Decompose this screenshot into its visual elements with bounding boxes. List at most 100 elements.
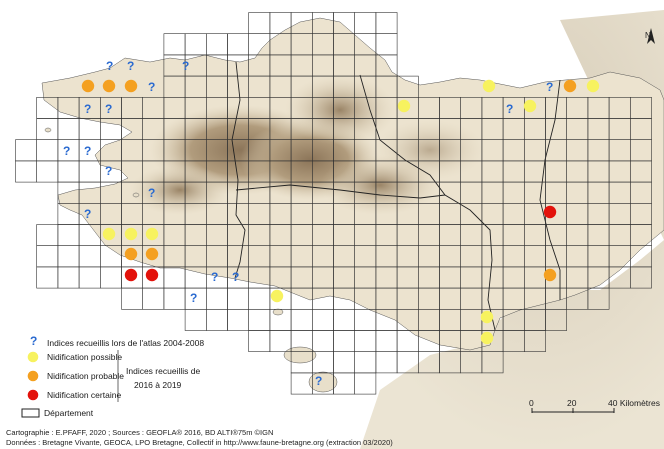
legend-department-icon bbox=[21, 408, 40, 418]
record-possible bbox=[397, 99, 411, 113]
grid-square bbox=[57, 160, 80, 183]
record-possible bbox=[523, 99, 537, 113]
record-possible bbox=[270, 289, 284, 303]
record-probable bbox=[124, 247, 138, 261]
record-probable bbox=[81, 79, 95, 93]
grid-square bbox=[629, 266, 652, 289]
grid-square bbox=[36, 224, 59, 247]
grid-square bbox=[523, 330, 546, 353]
grid-square bbox=[227, 308, 250, 331]
north-label: N bbox=[645, 31, 651, 40]
record-atlas-question: ? bbox=[190, 291, 197, 305]
grid-square bbox=[375, 351, 398, 374]
grid-square bbox=[206, 287, 228, 310]
record-certaine bbox=[124, 268, 138, 282]
grid-square bbox=[354, 372, 377, 395]
grid-square bbox=[57, 118, 80, 141]
legend-label-certaine: Nidification certaine bbox=[47, 390, 122, 400]
islands bbox=[44, 127, 338, 393]
record-possible bbox=[482, 79, 496, 93]
grid-square bbox=[311, 308, 334, 331]
grid-square bbox=[57, 266, 80, 289]
scale-label-20: 20 bbox=[567, 398, 577, 408]
record-atlas-question: ? bbox=[84, 102, 91, 116]
grid-square bbox=[121, 287, 144, 310]
grid-square bbox=[545, 308, 568, 331]
grid-square bbox=[333, 330, 356, 353]
department-borders bbox=[231, 61, 561, 331]
grid-square bbox=[184, 308, 207, 331]
atlas-grid bbox=[15, 12, 652, 395]
record-atlas-question: ? bbox=[148, 80, 155, 94]
grid-square bbox=[354, 330, 377, 353]
record-probable bbox=[145, 247, 159, 261]
records-layer: ???????????????????? bbox=[63, 59, 600, 388]
record-probable bbox=[102, 79, 116, 93]
record-atlas-question: ? bbox=[182, 59, 189, 73]
grid-square bbox=[311, 330, 334, 353]
legend-label-question: Indices recueillis lors de l'atlas 2004-… bbox=[47, 338, 205, 348]
record-certaine bbox=[145, 268, 159, 282]
grid-square bbox=[375, 33, 398, 56]
grid-square bbox=[248, 308, 271, 331]
grid-square bbox=[184, 33, 207, 56]
grid-square bbox=[57, 245, 80, 268]
grid-square bbox=[36, 266, 59, 289]
record-possible bbox=[102, 227, 116, 241]
grid-square bbox=[248, 12, 271, 35]
record-atlas-question: ? bbox=[84, 207, 91, 221]
grid-square bbox=[36, 160, 59, 183]
record-certaine bbox=[543, 205, 557, 219]
record-probable bbox=[563, 79, 577, 93]
grid-square bbox=[15, 160, 38, 183]
record-atlas-question: ? bbox=[105, 102, 112, 116]
legend-label-probable: Nidification probable bbox=[47, 371, 125, 381]
grid-square bbox=[78, 245, 101, 268]
legend-period-line2: 2016 à 2019 bbox=[134, 380, 182, 390]
north-arrow: N bbox=[645, 28, 655, 44]
grid-square bbox=[36, 139, 59, 162]
record-atlas-question: ? bbox=[63, 144, 70, 158]
grid-square bbox=[227, 33, 250, 56]
legend-question-icon: ? bbox=[30, 334, 37, 348]
legend-label-possible: Nidification possible bbox=[47, 352, 123, 362]
record-probable bbox=[124, 79, 138, 93]
grid-square bbox=[290, 308, 313, 331]
grid-square bbox=[206, 33, 228, 56]
record-atlas-question: ? bbox=[127, 59, 134, 73]
record-atlas-question: ? bbox=[211, 270, 218, 284]
record-atlas-question: ? bbox=[546, 80, 553, 94]
grid-square bbox=[78, 118, 101, 141]
record-atlas-question: ? bbox=[148, 186, 155, 200]
credits-cartography: Cartographie : E.PFAFF, 2020 ; Sources :… bbox=[6, 428, 274, 437]
record-atlas-question: ? bbox=[105, 164, 112, 178]
grid-square bbox=[354, 351, 377, 374]
grid-square bbox=[36, 245, 59, 268]
grid-square bbox=[15, 139, 38, 162]
scale-label-40: 40 Kilomètres bbox=[608, 398, 660, 408]
grid-square bbox=[269, 330, 292, 353]
grid-square bbox=[375, 12, 398, 35]
grid-square bbox=[587, 287, 610, 310]
grid-square bbox=[333, 308, 356, 331]
legend-period-line1: Indices recueillis de bbox=[126, 366, 201, 376]
scale-bar bbox=[531, 408, 615, 413]
record-possible bbox=[586, 79, 600, 93]
grid-square bbox=[354, 12, 377, 35]
record-possible bbox=[480, 331, 494, 345]
grid-square bbox=[375, 330, 398, 353]
grid-square bbox=[248, 287, 271, 310]
grid-square bbox=[78, 266, 101, 289]
legend-probable-icon bbox=[27, 370, 39, 382]
record-atlas-question: ? bbox=[106, 59, 113, 73]
grid-square bbox=[206, 308, 228, 331]
grid-square bbox=[78, 160, 101, 183]
outside-land bbox=[360, 10, 664, 449]
credits-data: Données : Bretagne Vivante, GEOCA, LPO B… bbox=[6, 438, 393, 447]
grid-square bbox=[227, 287, 250, 310]
grid-square bbox=[163, 33, 186, 56]
record-possible bbox=[145, 227, 159, 241]
legend-label-department: Département bbox=[44, 408, 94, 418]
record-atlas-question: ? bbox=[84, 144, 91, 158]
